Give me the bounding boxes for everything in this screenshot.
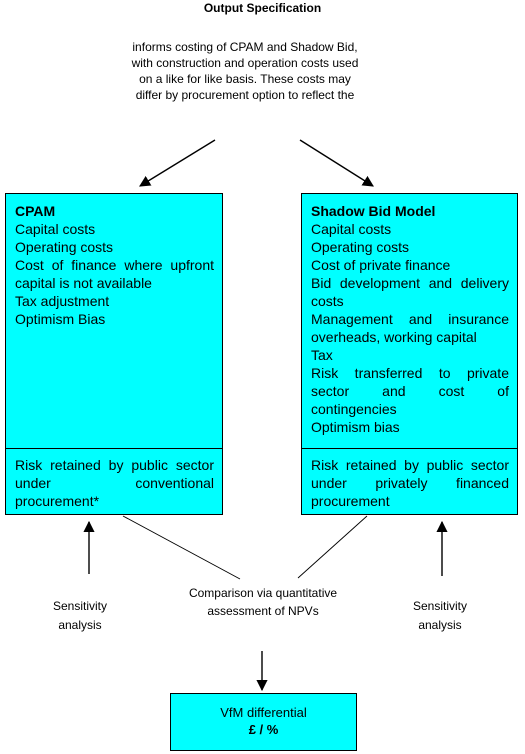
- cpam-item: Optimism Bias: [15, 311, 106, 327]
- shadow-bid-item: Tax: [311, 347, 333, 363]
- diagram-title: Output Specification: [203, 1, 322, 15]
- shadow-bid-item: Management and insurance overheads, work…: [311, 311, 509, 345]
- sensitivity-analysis-left: Sensitivity analysis: [52, 599, 108, 632]
- cpam-list: CPAM Capital costs Operating costs Cost …: [15, 202, 214, 328]
- comparison-label: Comparison via quantitative assessment o…: [188, 586, 338, 618]
- cpam-item: Operating costs: [15, 239, 114, 255]
- cpam-item: Tax adjustment: [15, 293, 110, 309]
- intro-text: informs costing of CPAM and Shadow Bid, …: [131, 40, 359, 102]
- shadow-bid-divider: [302, 448, 517, 449]
- cpam-risk: Risk retained by public sector under con…: [15, 457, 214, 509]
- line-cpam-to-comparison: [122, 515, 241, 580]
- shadow-bid-item: Optimism bias: [311, 419, 400, 435]
- shadow-bid-risk: Risk retained by public sector under pri…: [311, 457, 509, 509]
- shadow-bid-box: Shadow Bid Model Capital costs Operating…: [301, 193, 518, 515]
- cpam-divider: [6, 448, 222, 449]
- cpam-heading: CPAM: [15, 203, 56, 219]
- shadow-bid-heading: Shadow Bid Model: [311, 203, 436, 219]
- shadow-bid-item: Capital costs: [311, 221, 392, 237]
- arrow-to-shadow-bid: [299, 139, 374, 187]
- vfm-line1: VfM differential: [220, 705, 307, 720]
- vfm-text: VfM differential £ / %: [171, 704, 356, 738]
- shadow-bid-item: Bid development and delivery costs: [311, 275, 509, 309]
- shadow-bid-item: Operating costs: [311, 239, 410, 255]
- vfm-box: VfM differential £ / %: [170, 693, 357, 751]
- sensitivity-analysis-right: Sensitivity analysis: [412, 599, 468, 632]
- shadow-bid-item: Cost of private finance: [311, 257, 451, 273]
- shadow-bid-item: Risk transferred to private sector and c…: [311, 365, 509, 417]
- cpam-item: Capital costs: [15, 221, 96, 237]
- cpam-item: Cost of finance where upfront capital is…: [15, 257, 214, 291]
- shadow-bid-list: Shadow Bid Model Capital costs Operating…: [311, 202, 509, 436]
- cpam-box: CPAM Capital costs Operating costs Cost …: [5, 193, 223, 515]
- vfm-line2: £ / %: [248, 722, 279, 737]
- line-shadow-bid-to-comparison: [297, 515, 368, 579]
- arrow-to-cpam: [139, 139, 216, 187]
